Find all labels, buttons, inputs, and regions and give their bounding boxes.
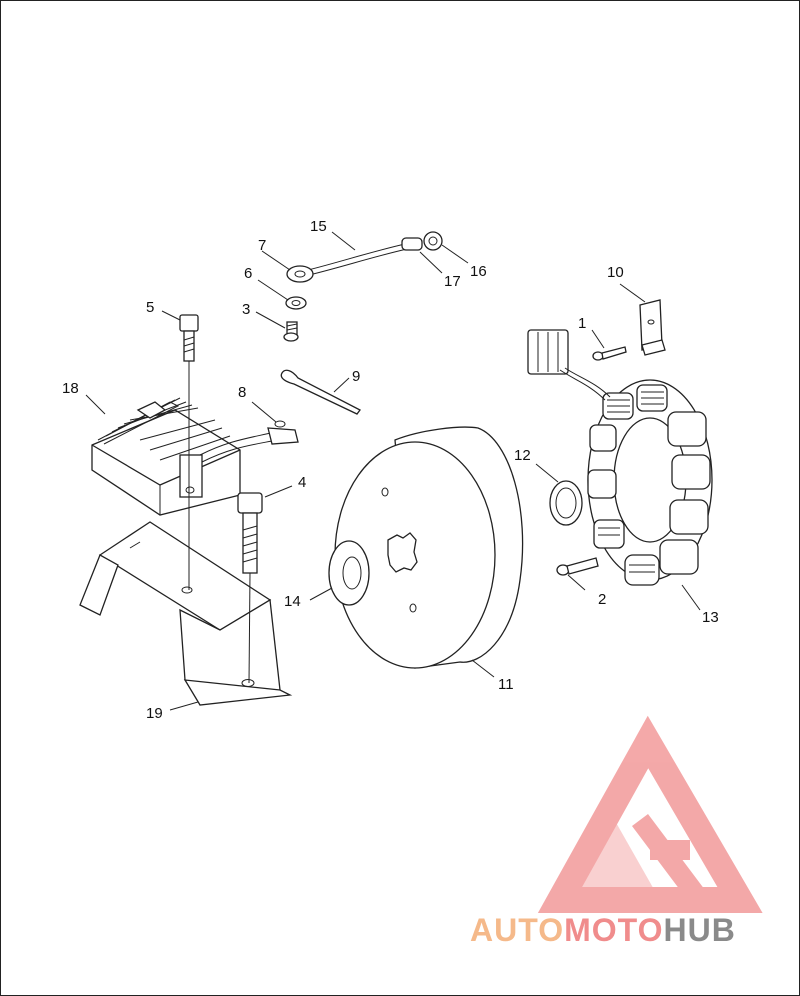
watermark-hub: HUB [663,912,736,948]
spacer-14 [328,540,370,606]
callout-4: 4 [298,474,306,491]
rotor [334,426,524,669]
callout-19: 19 [146,705,163,722]
screw-1 [592,346,627,361]
voltage-regulator [91,397,241,516]
callout-2: 2 [598,591,606,608]
stator-connector [527,329,611,401]
clamp-10 [639,299,666,356]
screw-3 [283,321,299,342]
callout-11: 11 [498,676,514,693]
spacer-12 [549,480,583,526]
mounting-bracket [79,521,293,706]
watermark-logo [537,715,763,913]
callout-8: 8 [238,384,246,401]
leader-lines [85,231,701,711]
callout-16: 16 [470,263,487,280]
callout-13: 13 [702,609,719,626]
callout-17: 17 [444,273,461,290]
regulator-wire-lead [199,420,299,463]
callout-10: 10 [607,264,624,281]
bolt-4 [237,492,263,684]
screw-2 [556,557,599,576]
callout-18: 18 [62,380,79,397]
watermark-moto: MOTO [564,912,664,948]
ground-strap [286,231,443,283]
callout-3: 3 [242,301,250,318]
callout-12: 12 [514,447,531,464]
callout-7: 7 [258,237,266,254]
bolt-5 [179,314,199,590]
callout-15: 15 [310,218,327,235]
watermark-brand: AUTOMOTOHUB [470,912,800,956]
stator [587,379,713,586]
watermark-auto: AUTO [470,912,565,948]
callout-9: 9 [352,368,360,385]
callout-labels: 1 2 3 4 5 6 7 8 9 10 11 12 13 14 15 16 1… [62,218,719,722]
washer-6 [285,296,307,310]
callout-14: 14 [284,593,301,610]
cable-strap-9 [280,369,361,415]
callout-5: 5 [146,299,154,316]
callout-1: 1 [578,315,586,332]
callout-6: 6 [244,265,252,282]
